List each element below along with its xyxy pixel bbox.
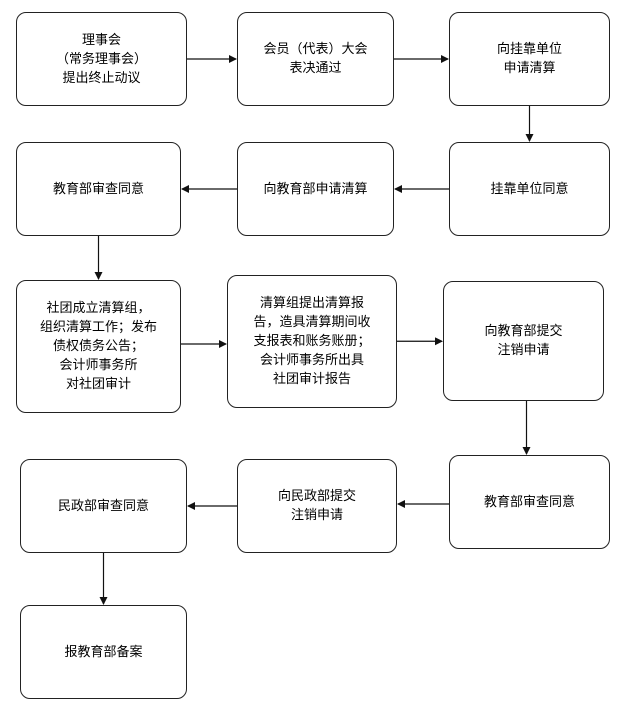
step-civil-affairs-review-node: 民政部审查同意 bbox=[20, 459, 187, 553]
step-submit-moe-deregistration-node: 向教育部提交 注销申请 bbox=[443, 281, 604, 401]
step-liquidation-group-node: 社团成立清算组， 组织清算工作；发布 债权债务公告； 会计师事务所 对社团审计 bbox=[16, 280, 181, 413]
step-host-unit-approval-label: 挂靠单位同意 bbox=[490, 181, 569, 197]
step-moe-review-2-node: 教育部审查同意 bbox=[449, 455, 610, 549]
step-proposal-node: 理事会 （常务理事会） 提出终止动议 bbox=[16, 12, 187, 106]
step-apply-host-unit-label: 向挂靠单位 申请清算 bbox=[496, 42, 562, 76]
step-liquidation-report-node: 清算组提出清算报 告，造具清算期间收 支报表和账务账册； 会计师事务所出具 社团… bbox=[227, 275, 397, 408]
step-file-with-moe-node: 报教育部备案 bbox=[20, 605, 187, 699]
step-liquidation-group-label: 社团成立清算组， 组织清算工作；发布 债权债务公告； 会计师事务所 对社团审计 bbox=[39, 301, 157, 392]
step-liquidation-report-label: 清算组提出清算报 告，造具清算期间收 支报表和账务账册； 会计师事务所出具 社团… bbox=[253, 296, 371, 387]
step-apply-host-unit-node: 向挂靠单位 申请清算 bbox=[449, 12, 610, 106]
step-apply-moe-label: 向教育部申请清算 bbox=[263, 181, 368, 197]
step-submit-civil-affairs-label: 向民政部提交 注销申请 bbox=[277, 489, 356, 523]
step-civil-affairs-review-label: 民政部审查同意 bbox=[57, 498, 149, 514]
step-moe-review-label: 教育部审查同意 bbox=[52, 181, 144, 197]
step-assembly-vote-label: 会员（代表）大会 表决通过 bbox=[263, 42, 368, 76]
step-submit-civil-affairs-node: 向民政部提交 注销申请 bbox=[237, 459, 397, 553]
step-file-with-moe-label: 报教育部备案 bbox=[64, 644, 143, 660]
step-apply-moe-node: 向教育部申请清算 bbox=[237, 142, 394, 236]
step-host-unit-approval-node: 挂靠单位同意 bbox=[449, 142, 610, 236]
step-proposal-label: 理事会 （常务理事会） 提出终止动议 bbox=[55, 32, 147, 86]
step-submit-moe-deregistration-label: 向教育部提交 注销申请 bbox=[484, 324, 563, 358]
step-moe-review-node: 教育部审查同意 bbox=[16, 142, 181, 236]
step-moe-review-2-label: 教育部审查同意 bbox=[483, 494, 575, 510]
step-assembly-vote-node: 会员（代表）大会 表决通过 bbox=[237, 12, 394, 106]
